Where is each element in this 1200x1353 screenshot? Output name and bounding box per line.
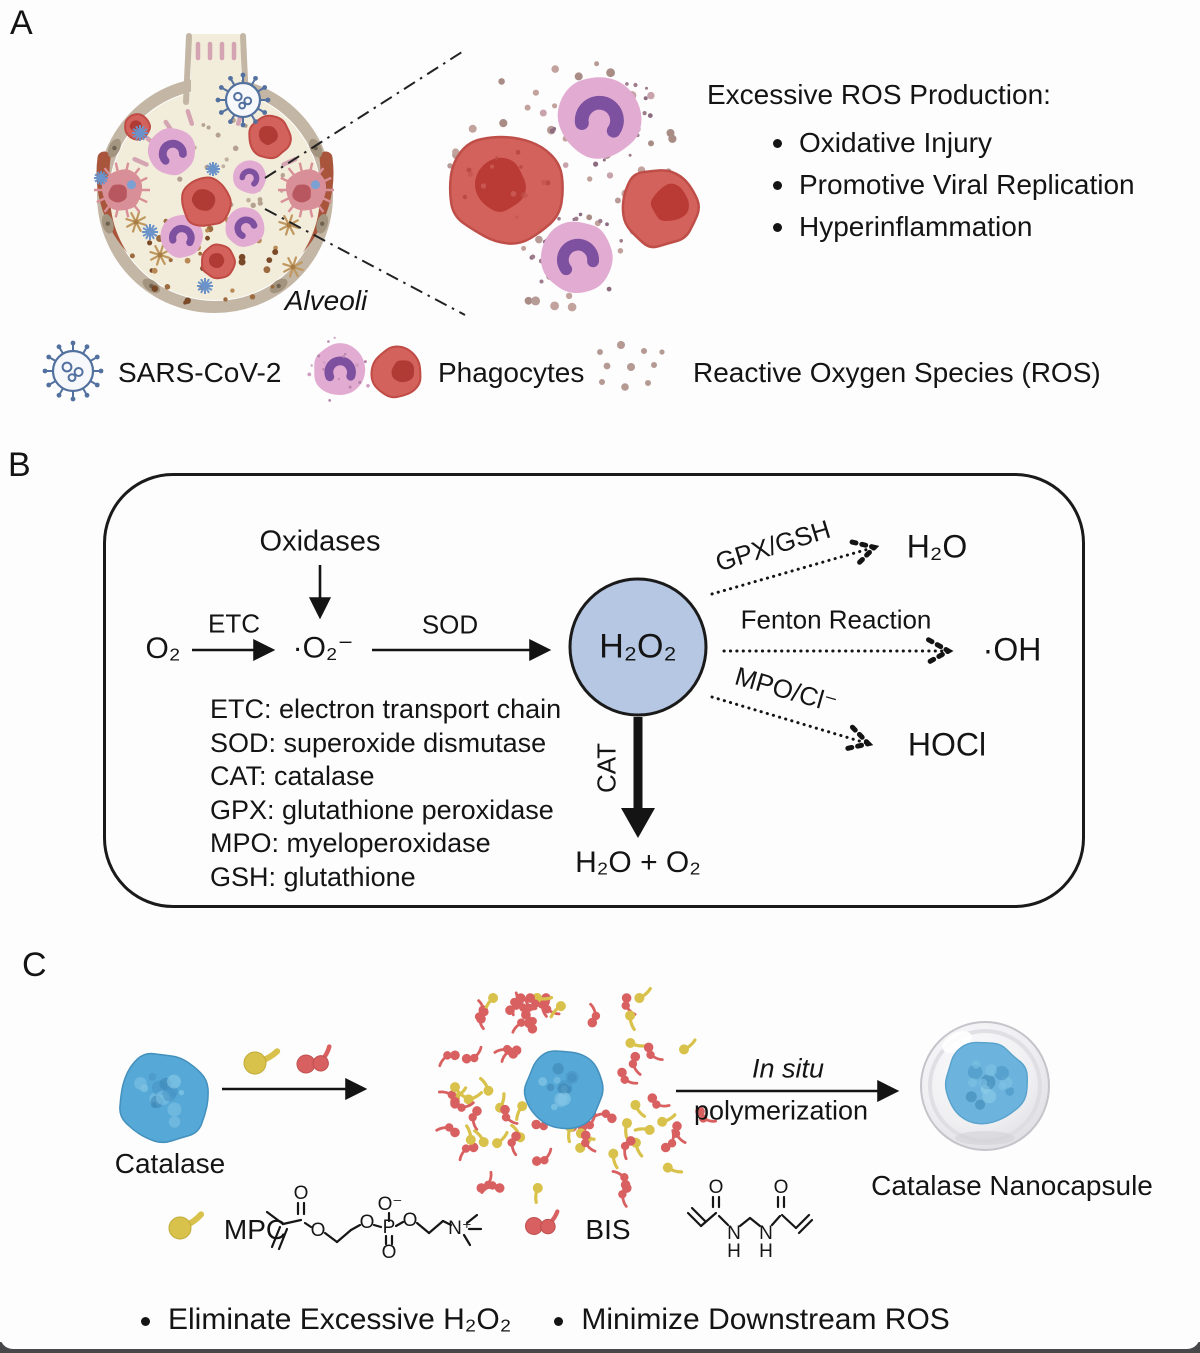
mpo-dotted-arrow [710, 695, 866, 743]
catalase-protein [119, 1052, 209, 1144]
sars-cov-2-virus-icon [42, 340, 104, 402]
nanocapsule-caption: Catalase Nanocapsule [871, 1170, 1153, 1201]
mpc-chemical-structure: O O O O⁻ P O O N⁺ [265, 1183, 483, 1263]
conclusion-bullets: Eliminate Excessive H₂O₂ Minimize Downst… [140, 1303, 950, 1337]
mpc-atom: O [311, 1220, 326, 1241]
hydroxyl-radical-label: ·OH [982, 631, 1042, 668]
legend-label-ros: Reactive Oxygen Species (ROS) [693, 357, 1101, 388]
bis-chemical-structure: O N H N H O [686, 1177, 814, 1262]
mpc-atom: P [383, 1217, 396, 1238]
bis-crosslinker-icon [525, 1209, 560, 1235]
mpc-atom: O [382, 1242, 397, 1263]
bis-atom: H [727, 1241, 741, 1262]
list-item: Oxidative Injury [773, 127, 1135, 159]
list-item: Hyperinflammation [773, 211, 1135, 243]
polymerization-label: polymerization [693, 1095, 869, 1126]
pathway-arrows [192, 548, 946, 838]
h2o2-circle [568, 577, 708, 717]
sod-label: SOD [421, 609, 479, 640]
h2o2-label: H₂O₂ [599, 627, 677, 666]
alveolus-wall-cells [101, 138, 329, 294]
abbreviation: ETC: electron transport chain [210, 694, 562, 724]
panel-c-label: C [22, 946, 47, 984]
abbreviation: SOD: superoxide dismutase [210, 727, 547, 758]
in-situ-label: In situ [751, 1053, 825, 1084]
abbreviation: GPX: glutathione peroxidase [210, 794, 554, 825]
o2-label: O₂ [145, 632, 181, 665]
mpc-atom: N⁺ [448, 1218, 472, 1239]
card-rounded-corner [0, 1336, 1200, 1349]
bis-caption: BIS [585, 1214, 631, 1245]
bis-atom: H [759, 1241, 773, 1262]
bis-atom: O [774, 1177, 789, 1198]
mpc-atom: O [294, 1183, 309, 1204]
panel-a-label: A [10, 4, 33, 42]
abbreviation: MPO: myeloperoxidase [210, 828, 491, 858]
gpx-dotted-arrow [710, 548, 872, 596]
hocl-label: HOCl [907, 726, 987, 763]
ros-production-title: Excessive ROS Production: [707, 79, 1051, 110]
magnified-cells [448, 77, 700, 294]
panel-c-arrows [222, 1077, 900, 1103]
panel-b-label: B [8, 446, 31, 484]
etc-label: ETC [208, 608, 260, 639]
legend-label-phagocytes: Phagocytes [438, 357, 585, 388]
alveolus-illustration [94, 33, 334, 313]
alveoli-caption: Alveoli [284, 285, 368, 316]
pathway-border-box [103, 473, 1085, 908]
fenton-reaction-label: Fenton Reaction [740, 604, 932, 635]
legend-label-sars-cov-2: SARS-CoV-2 [118, 357, 282, 388]
alveolus-cells [94, 72, 334, 294]
zoom-callout-lines [264, 51, 466, 316]
catalase-nanocapsule [920, 1021, 1050, 1151]
mpc-atom: O⁻ [378, 1194, 403, 1215]
phagocytes-icon [307, 336, 422, 402]
cat-products-label: H₂O + O₂ [575, 846, 701, 879]
mpc-atom: O [403, 1210, 418, 1231]
abbreviation: CAT: catalase [210, 761, 375, 791]
cat-label: CAT [591, 742, 622, 794]
mpc-atom: O [360, 1212, 375, 1233]
abbreviation: GSH: glutathione [210, 861, 416, 892]
mpc-caption: MPC [223, 1214, 287, 1245]
list-item: Eliminate Excessive H₂O₂ [140, 1303, 512, 1336]
h2o-label: H₂O [906, 528, 968, 565]
bis-atom: N [727, 1223, 741, 1244]
superoxide-label: ·O₂⁻ [292, 631, 354, 665]
bis-atom: O [709, 1177, 724, 1198]
free-monomer-icons [243, 1044, 332, 1075]
list-item: Minimize Downstream ROS [554, 1303, 950, 1336]
catalase-in-cluster [523, 1050, 604, 1130]
bis-atom: N [759, 1223, 773, 1244]
abbreviation-list: ETC: electron transport chain SOD: super… [210, 693, 561, 894]
list-item: Promotive Viral Replication [773, 169, 1135, 200]
ros-dots-icon [597, 341, 665, 391]
oxidases-label: Oxidases [259, 525, 381, 558]
catalase-caption: Catalase [114, 1148, 226, 1179]
mpc-monomer-icon [168, 1211, 205, 1240]
ros-effects-list: Oxidative Injury Promotive Viral Replica… [773, 127, 1135, 253]
magnified-phagocyte-view [447, 61, 700, 312]
